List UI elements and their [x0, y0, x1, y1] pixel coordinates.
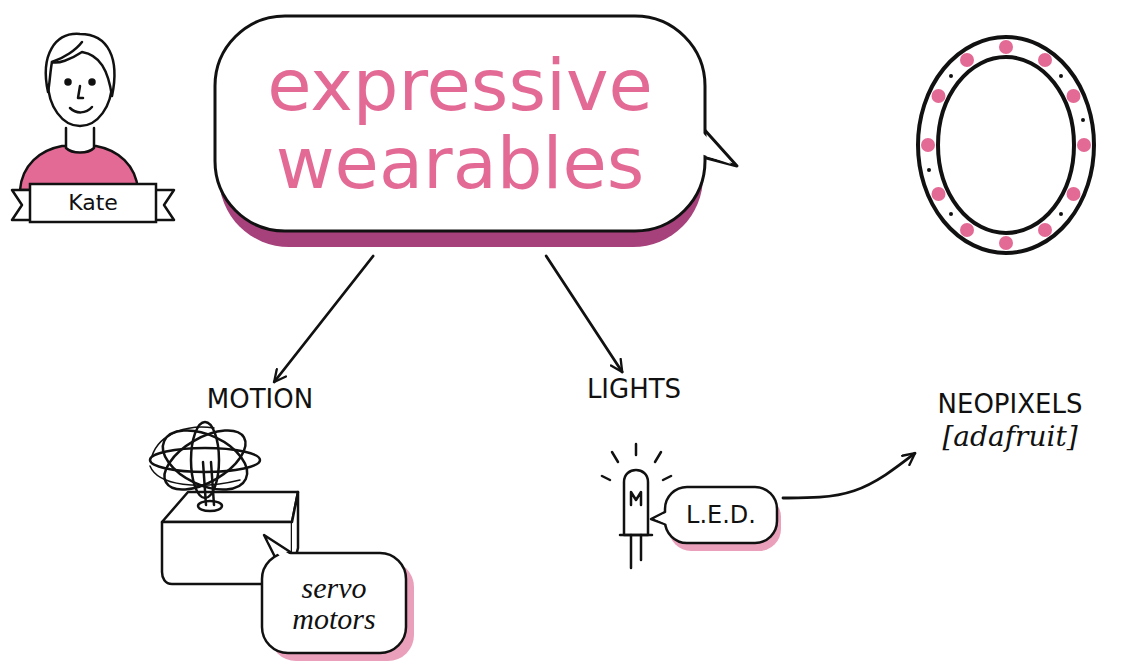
node-text-area: L.E.D.: [665, 487, 777, 543]
arrow-connector: [274, 256, 373, 382]
name-banner: Kate: [8, 180, 178, 228]
node-text-area: MOTION: [205, 382, 315, 418]
topic-bubble: expressive wearables: [215, 16, 720, 256]
node-text: expressive wearables: [215, 47, 705, 203]
arrow-connector: [783, 453, 915, 498]
node-text-area: Kate: [38, 186, 148, 220]
callout-bubble: servo motors: [262, 553, 414, 661]
led-drawing: [602, 444, 671, 568]
arrow-connector: [546, 256, 622, 372]
node-text: servo motors: [262, 572, 406, 635]
product-label: NEOPIXELS[adafruit]: [915, 375, 1105, 467]
branch-label: LIGHTS: [580, 372, 688, 408]
node-text: LIGHTS: [587, 374, 681, 405]
node-text-area: LIGHTS: [580, 372, 688, 408]
node-text: Kate: [68, 190, 118, 216]
branch-label: MOTION: [205, 382, 315, 418]
node-text-area: servo motors: [262, 553, 406, 653]
node-text: L.E.D.: [686, 501, 756, 530]
node-text: [adafruit]: [942, 420, 1077, 454]
node-text: MOTION: [207, 384, 313, 415]
node-text-area: expressive wearables: [215, 16, 705, 234]
callout-bubble: L.E.D.: [665, 487, 783, 549]
neopixel-ring: [918, 37, 1094, 253]
node-text-area: NEOPIXELS[adafruit]: [915, 375, 1105, 467]
avatar: [20, 34, 138, 190]
node-text: NEOPIXELS: [938, 389, 1083, 420]
